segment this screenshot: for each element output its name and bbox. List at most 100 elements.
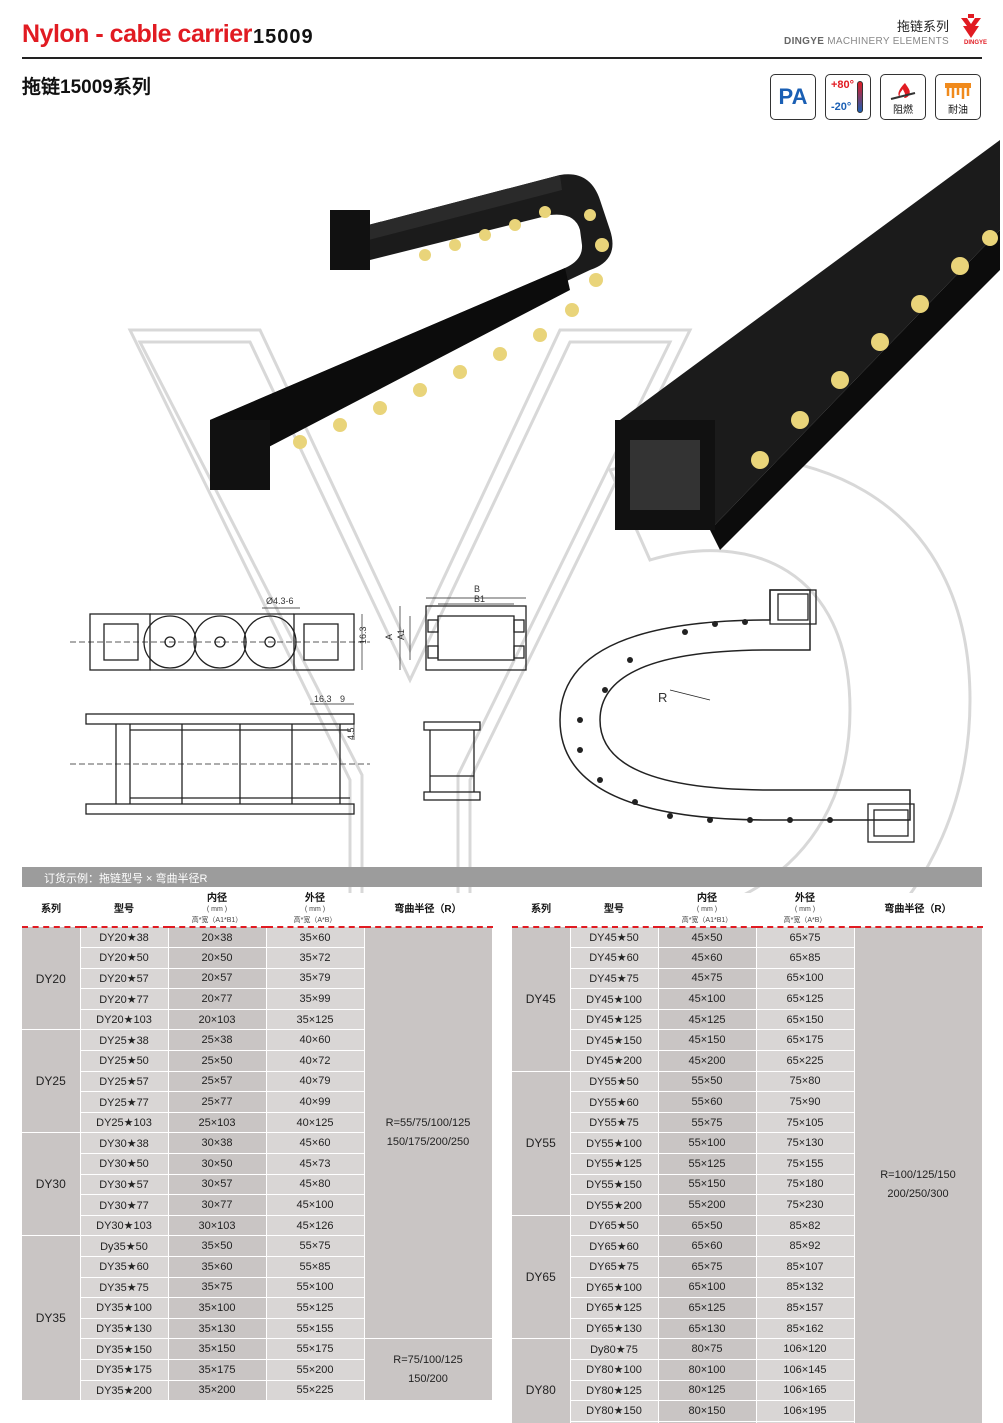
order-example-bar: 订货示例：拖链型号 × 弯曲半径R [22, 867, 982, 887]
model-cell: DY65★50 [570, 1215, 659, 1237]
series-cell: DY55 [512, 1071, 571, 1216]
model-cell: DY45★60 [570, 947, 659, 969]
logo-text: DINGYE [963, 40, 987, 46]
table-header-row: 系列 型号 内径( mm )高*宽（A1*B1） 外径( mm )高*宽（A*B… [512, 893, 982, 928]
model-cell: DY25★103 [80, 1112, 169, 1134]
inner-cell: 35×50 [168, 1235, 267, 1257]
feature-badges: PA +80° -20° 阻燃 耐油 [770, 74, 981, 120]
series-title: 拖链15009系列 [22, 77, 151, 98]
outer-cell: 40×99 [266, 1091, 365, 1113]
inner-cell: 25×57 [168, 1071, 267, 1093]
inner-cell: 20×77 [168, 988, 267, 1010]
outer-cell: 35×60 [266, 927, 365, 949]
inner-cell: 35×60 [168, 1256, 267, 1278]
model-cell: DY20★57 [80, 968, 169, 990]
model-cell: DY30★38 [80, 1132, 169, 1155]
model-cell: DY55★200 [570, 1194, 659, 1216]
outer-cell: 106×165 [756, 1380, 855, 1402]
inner-cell: 65×50 [658, 1215, 757, 1237]
inner-cell: 65×130 [658, 1318, 757, 1340]
col-model: 型号 [570, 893, 658, 928]
model-cell: DY35★150 [80, 1338, 169, 1360]
col-series: 系列 [512, 893, 570, 928]
inner-cell: 30×57 [168, 1174, 267, 1196]
outer-cell: 106×145 [756, 1359, 855, 1381]
flame-label: 阻燃 [893, 105, 913, 116]
outer-cell: 35×72 [266, 947, 365, 969]
model-cell: DY45★50 [570, 927, 659, 949]
outer-cell: 35×79 [266, 968, 365, 990]
model-cell: DY45★125 [570, 1009, 659, 1031]
col-inner: 内径( mm )高*宽（A1*B1） [658, 893, 756, 928]
label-hole: Ø4.3-6 [266, 596, 294, 606]
model-cell: DY55★60 [570, 1091, 659, 1113]
model-cell: DY20★50 [80, 947, 169, 969]
model-cell: DY65★100 [570, 1277, 659, 1299]
outer-cell: 85×132 [756, 1277, 855, 1299]
spec-table-right: 系列 型号 内径( mm )高*宽（A1*B1） 外径( mm )高*宽（A*B… [512, 893, 983, 1423]
outer-cell: 75×80 [756, 1071, 855, 1093]
model-cell: DY65★130 [570, 1318, 659, 1340]
model-cell: DY30★77 [80, 1194, 169, 1216]
outer-cell: 85×157 [756, 1297, 855, 1319]
col-series: 系列 [22, 893, 80, 928]
outer-cell: 40×72 [266, 1050, 365, 1072]
table-header-row: 系列 型号 内径( mm )高*宽（A1*B1） 外径( mm )高*宽（A*B… [22, 893, 492, 928]
model-cell: DY80★175 [570, 1421, 659, 1423]
series-cell: DY30 [22, 1132, 81, 1237]
model-cell: Dy80★75 [570, 1338, 659, 1360]
outer-cell: 65×175 [756, 1029, 855, 1052]
series-cell: DY20 [22, 927, 81, 1031]
model-cell: DY20★38 [80, 927, 169, 949]
outer-cell: 85×107 [756, 1256, 855, 1278]
model-cell: DY30★57 [80, 1174, 169, 1196]
model-cell: DY35★75 [80, 1277, 169, 1299]
inner-cell: 20×50 [168, 947, 267, 969]
col-outer: 外径( mm )高*宽（A*B） [756, 893, 854, 928]
outer-cell: 75×105 [756, 1112, 855, 1134]
model-cell: DY35★175 [80, 1359, 169, 1381]
outer-cell: 45×80 [266, 1174, 365, 1196]
thermometer-icon [857, 81, 863, 113]
inner-cell: 20×57 [168, 968, 267, 990]
inner-cell: 30×38 [168, 1132, 267, 1155]
inner-cell: 45×100 [658, 988, 757, 1010]
inner-cell: 80×75 [658, 1338, 757, 1360]
col-radius: 弯曲半径（R） [364, 893, 492, 928]
model-cell: DY25★57 [80, 1071, 169, 1093]
col-outer: 外径( mm )高*宽（A*B） [266, 893, 364, 928]
outer-cell: 106×220 [756, 1421, 855, 1423]
temperature-badge: +80° -20° [825, 74, 871, 120]
inner-cell: 45×50 [658, 927, 757, 949]
inner-cell: 25×103 [168, 1112, 267, 1134]
label-b1: B1 [474, 594, 485, 604]
model-cell: DY45★150 [570, 1029, 659, 1052]
inner-cell: 55×100 [658, 1132, 757, 1155]
outer-cell: 40×125 [266, 1112, 365, 1134]
page-header: Nylon - cable carrier 15009 拖链系列 DINGYE … [0, 0, 1003, 60]
inner-cell: 45×150 [658, 1029, 757, 1052]
inner-cell: 55×150 [658, 1174, 757, 1196]
inner-cell: 65×125 [658, 1297, 757, 1319]
model-cell: DY35★200 [80, 1380, 169, 1402]
outer-cell: 65×150 [756, 1009, 855, 1031]
inner-cell: 25×50 [168, 1050, 267, 1072]
